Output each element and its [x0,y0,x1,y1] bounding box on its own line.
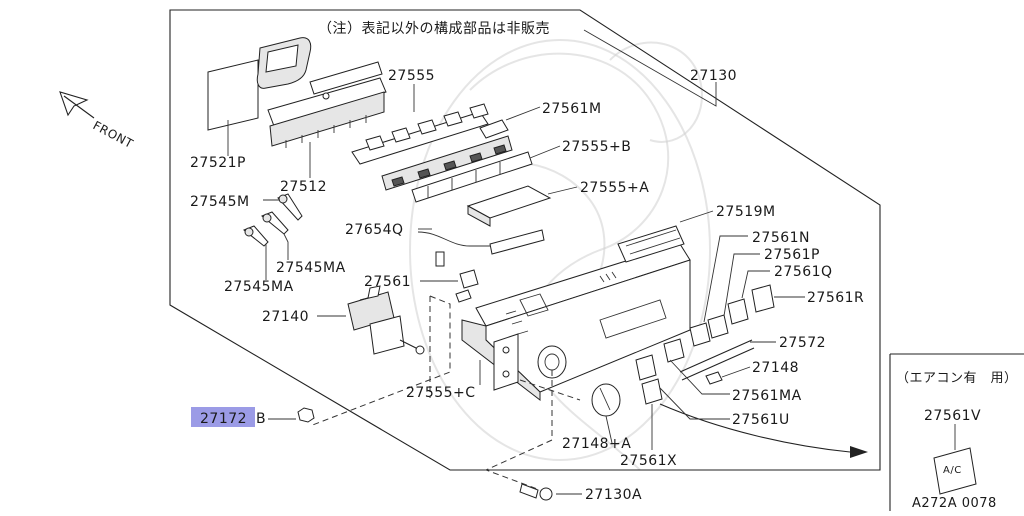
drawing-code: A272A 0078 [912,496,997,511]
callout-27561P: 27561P [764,247,820,263]
callout-27545MA-2: 27545MA [224,279,294,295]
part-27130A-screw [519,483,553,501]
callout-27561X: 27561X [620,453,677,469]
button-stack [635,284,775,405]
aircon-pointer-arrow [659,403,868,458]
part-27654Q-harness [417,229,545,267]
callout-27545MA-1: 27545MA [276,260,346,276]
callout-27519M: 27519M [716,204,776,220]
callout-27555C: 27555+C [406,385,476,401]
highlight-27172B [191,407,255,427]
aircon-box-title: （エアコン有 用） [896,371,1018,386]
leader-lines [227,29,956,495]
ac-button-label: A/C [943,465,962,476]
callout-27148A: 27148+A [562,436,631,452]
part-27521P-panel [207,37,312,131]
part-27172B-nut [297,407,315,423]
aircon-variant-box [889,353,1024,511]
callout-27140: 27140 [262,309,309,325]
part-27545M-bulb [277,193,303,221]
callout-27555A: 27555+A [580,180,649,196]
callout-27172B-number: 27172 [200,411,247,427]
callout-labels: 27555 27130 27561M 27521P 27555+B 27512 … [190,68,997,511]
callout-27545M: 27545M [190,194,250,210]
dashed-guide-lines [309,295,581,491]
callout-27130A: 27130A [585,487,642,503]
note-text: （注）表記以外の構成部品は非販売 [318,20,550,37]
front-direction-arrow [59,91,95,119]
part-27561-knob [455,269,479,303]
callout-27512: 27512 [280,179,327,195]
callout-27561U: 27561U [732,412,790,428]
callout-27555B: 27555+B [562,139,631,155]
callout-27561R: 27561R [807,290,864,306]
callout-27561M: 27561M [542,101,602,117]
callout-27561MA: 27561MA [732,388,802,404]
part-27545MA-bulb-2 [243,225,269,247]
callout-27555: 27555 [388,68,435,84]
callout-27561: 27561 [364,274,411,290]
callout-27561V: 27561V [924,408,981,424]
front-label: FRONT [91,118,136,151]
callout-27172B-suffix: B [256,411,266,427]
callout-27130: 27130 [690,68,737,84]
part-27545MA-bulb-1 [261,211,289,235]
callout-27572: 27572 [779,335,826,351]
part-27555A-plate [466,185,552,227]
part-27140-switch [347,285,425,355]
callout-27561N: 27561N [752,230,810,246]
callout-27561Q: 27561Q [774,264,833,280]
part-27561M-switches [381,119,513,191]
part-27555B-frame [411,151,533,203]
callout-27654Q: 27654Q [345,222,404,238]
callout-27148: 27148 [752,360,799,376]
part-27555-switch-block [351,103,489,165]
part-27148A-knob [591,383,621,417]
assembly-outline [169,9,881,471]
part-27512-bezel [267,61,387,148]
callout-27521P: 27521P [190,155,246,171]
